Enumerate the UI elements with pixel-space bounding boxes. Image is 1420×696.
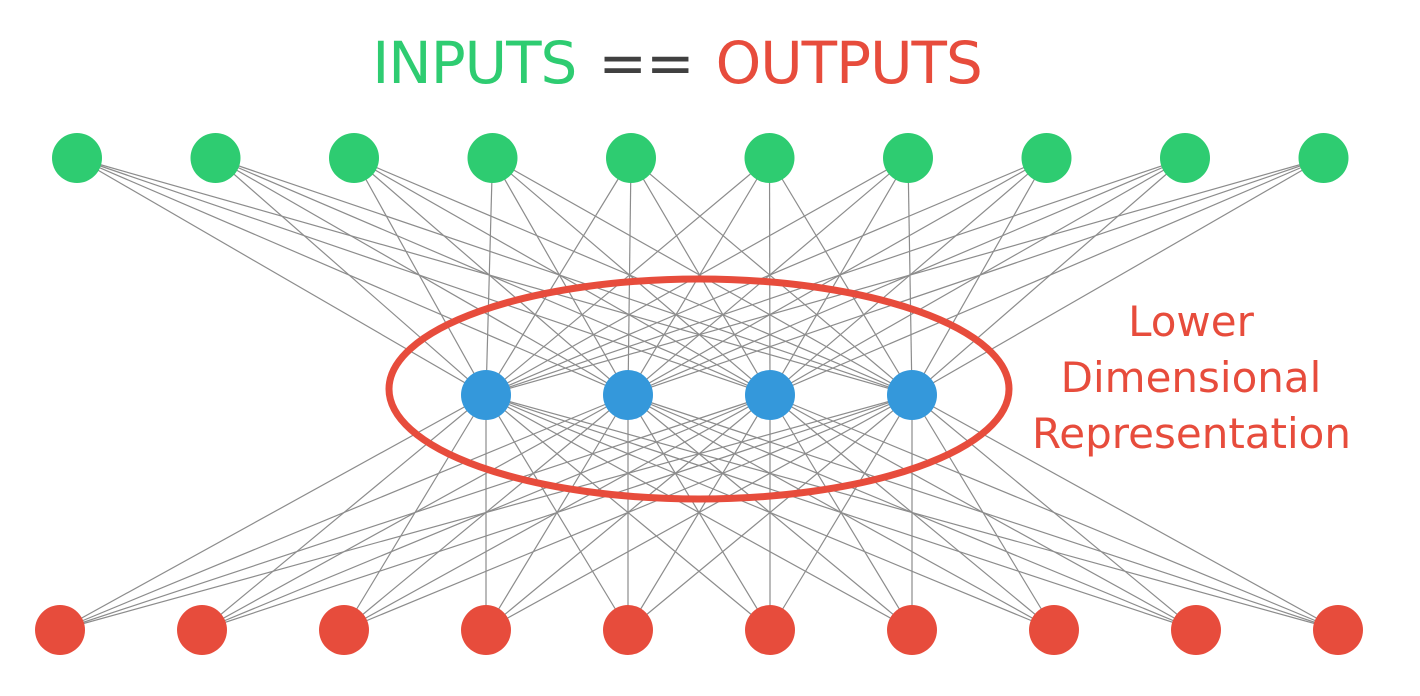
connection-line (627, 157, 909, 396)
connection-line (768, 157, 913, 396)
connection-line (353, 157, 771, 396)
output-node (461, 605, 511, 655)
connection-line (485, 157, 494, 396)
connection-line (59, 394, 487, 631)
connection-line (76, 157, 771, 396)
connection-line (911, 394, 1055, 631)
connection-line (485, 157, 770, 396)
neurons (35, 133, 1363, 655)
connection-line (630, 157, 913, 396)
output-node (177, 605, 227, 655)
page-title: INPUTS == OUTPUTS (0, 28, 1354, 98)
input-node (744, 133, 795, 183)
connection-line (627, 157, 1324, 396)
connection-line (215, 157, 771, 396)
annotation-line-1: Lower (1128, 297, 1254, 346)
connection-line (215, 157, 913, 396)
connection-line (911, 157, 1324, 396)
output-node (35, 605, 85, 655)
input-node (190, 133, 241, 183)
connection-line (201, 394, 913, 631)
connection-line (59, 394, 629, 631)
connection-line (353, 157, 629, 396)
connection-line (353, 157, 913, 396)
bottleneck-highlight-ellipse (385, 275, 1013, 503)
connection-line (353, 157, 487, 396)
input-node (467, 133, 518, 183)
input-node (1298, 133, 1349, 183)
output-node (745, 605, 795, 655)
connection-line (492, 157, 771, 396)
title-inputs-text: INPUTS (372, 29, 577, 97)
connection-line (911, 394, 1197, 631)
output-node (887, 605, 937, 655)
connection-line (76, 157, 913, 396)
connection-line (59, 394, 913, 631)
connection-line (343, 394, 913, 631)
connection-line (627, 157, 632, 396)
connection-line (76, 157, 487, 396)
connection-line (491, 157, 629, 396)
connection-line (485, 157, 1324, 396)
connection-line (769, 394, 913, 631)
connection-line (769, 157, 1047, 396)
connection-line (769, 157, 909, 396)
annotation-line-2: Dimensional (1060, 353, 1322, 402)
connection-line (59, 394, 771, 631)
connection-line (768, 157, 771, 396)
bottleneck-annotation: Lower Dimensional Representation (1032, 294, 1351, 462)
connections (59, 157, 1339, 631)
connection-line (907, 157, 913, 396)
hidden-node (745, 370, 795, 420)
output-node (319, 605, 369, 655)
annotation-line-3: Representation (1032, 409, 1351, 458)
connection-line (627, 394, 913, 631)
connection-line (911, 157, 1186, 396)
connection-line (485, 394, 913, 631)
connection-line (485, 157, 632, 396)
input-node (329, 133, 379, 183)
input-node (606, 133, 656, 183)
connection-line (215, 157, 487, 396)
connection-line (215, 157, 629, 396)
connection-line (911, 157, 1048, 396)
input-node (1160, 133, 1210, 183)
title-equals-text: == (598, 29, 694, 97)
hidden-node (887, 370, 937, 420)
input-node (1021, 133, 1072, 183)
connection-line (485, 157, 1047, 396)
output-node (603, 605, 653, 655)
input-node (52, 133, 102, 183)
hidden-node (603, 370, 653, 420)
output-node (1313, 605, 1363, 655)
input-node (883, 133, 933, 183)
connection-line (76, 157, 629, 396)
connection-line (769, 157, 1324, 396)
connection-line (485, 157, 1186, 396)
title-outputs-text: OUTPUTS (715, 29, 983, 97)
hidden-node (461, 370, 511, 420)
output-node (1171, 605, 1221, 655)
output-node (1029, 605, 1079, 655)
